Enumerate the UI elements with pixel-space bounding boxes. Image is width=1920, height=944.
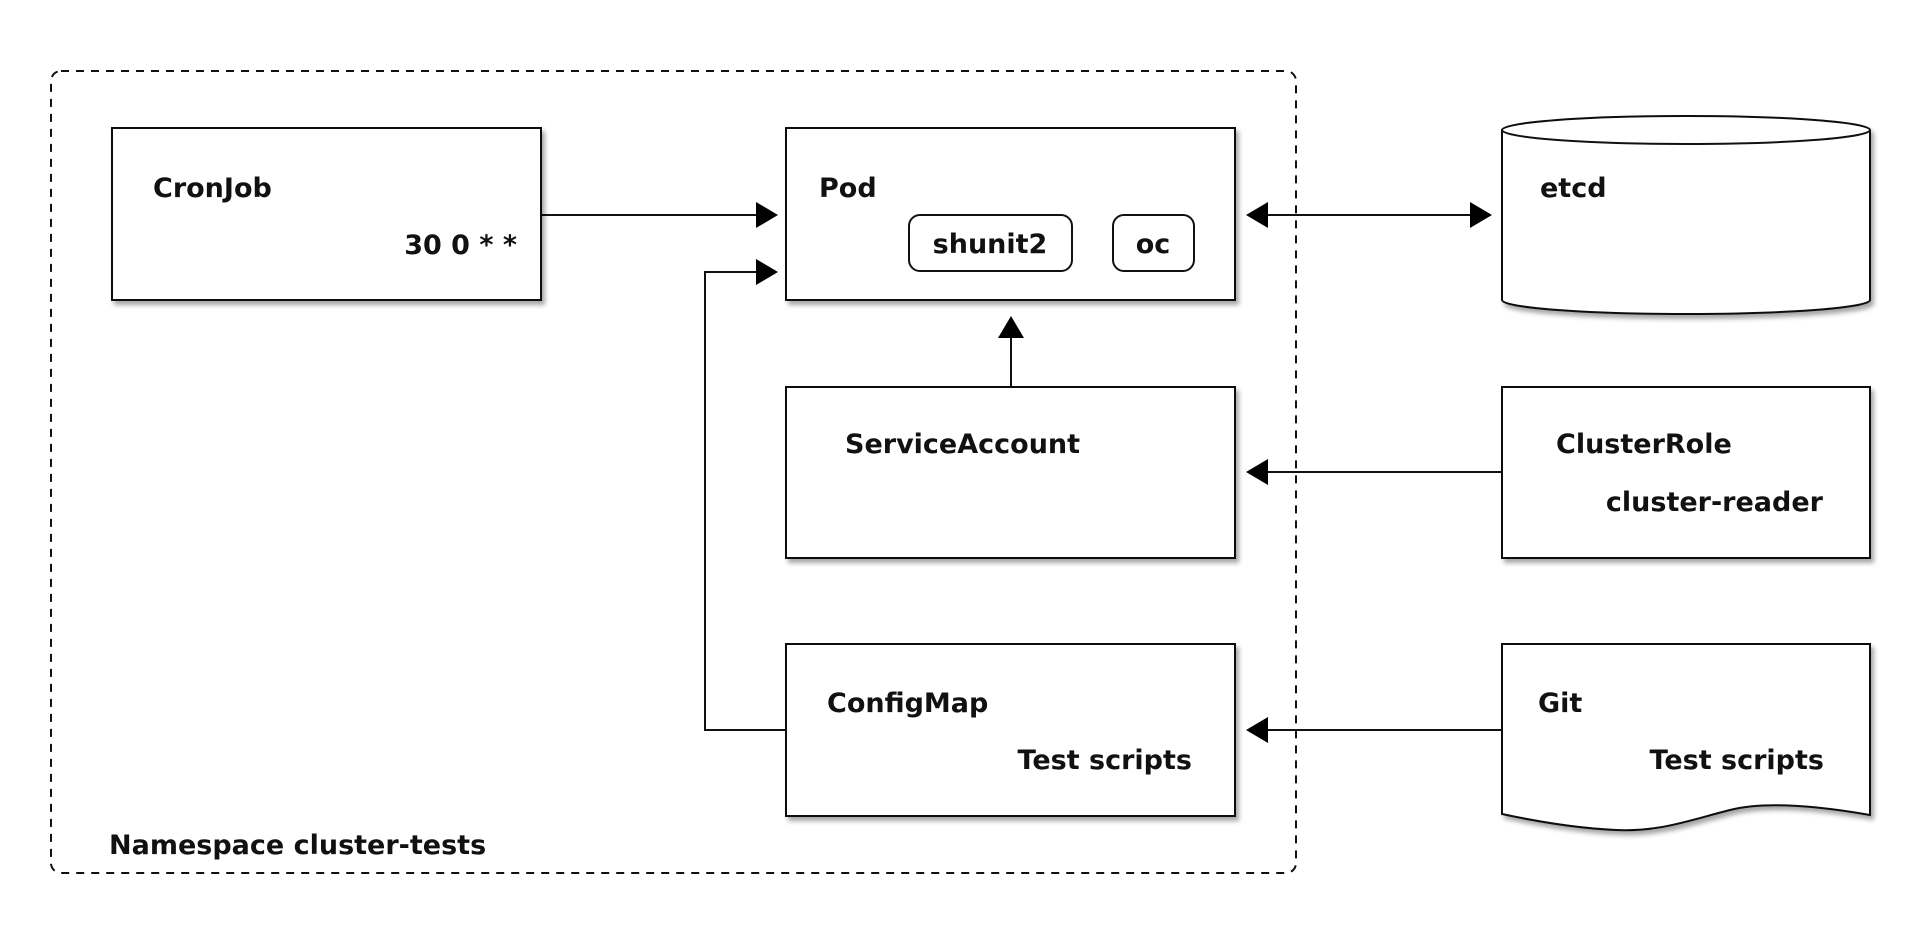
etcd-title: etcd [1540, 173, 1607, 204]
document-wave-icon [1501, 643, 1871, 832]
cronjob-to-pod-arrow [541, 202, 778, 228]
cronjob-node[interactable]: CronJob 30 0 * * [111, 127, 542, 301]
configmap-subtitle: Test scripts [1018, 745, 1192, 776]
cronjob-title: CronJob [153, 173, 272, 204]
container-chip-label: shunit2 [933, 229, 1048, 260]
git-node[interactable]: Git Test scripts [1501, 643, 1871, 832]
serviceaccount-to-pod-arrow [998, 316, 1024, 387]
git-to-configmap-arrow [1246, 717, 1502, 743]
pod-node[interactable]: Pod shunit2 oc [785, 127, 1236, 301]
serviceaccount-title: ServiceAccount [845, 429, 1080, 460]
database-cylinder-icon [1501, 115, 1871, 315]
configmap-to-pod-arrow [704, 259, 786, 731]
container-chip-label: oc [1136, 229, 1171, 260]
configmap-title: ConfigMap [827, 688, 988, 719]
serviceaccount-node[interactable]: ServiceAccount [785, 386, 1236, 559]
clusterrole-to-serviceaccount-arrow [1246, 459, 1502, 485]
clusterrole-subtitle: cluster-reader [1606, 487, 1824, 518]
pod-etcd-bidirectional-arrow [1246, 202, 1492, 228]
pod-title: Pod [819, 173, 877, 204]
cronjob-schedule: 30 0 * * [404, 230, 517, 261]
namespace-label: Namespace cluster-tests [109, 830, 486, 861]
git-title: Git [1538, 688, 1582, 719]
etcd-node[interactable]: etcd [1501, 115, 1871, 315]
container-chip-oc[interactable]: oc [1112, 214, 1195, 272]
configmap-node[interactable]: ConfigMap Test scripts [785, 643, 1236, 817]
clusterrole-node[interactable]: ClusterRole cluster-reader [1501, 386, 1871, 559]
git-subtitle: Test scripts [1650, 745, 1824, 776]
clusterrole-title: ClusterRole [1556, 429, 1732, 460]
connectors [541, 202, 1502, 743]
container-chip-shunit2[interactable]: shunit2 [908, 214, 1073, 272]
namespace-boundary: Namespace cluster-tests [50, 70, 1297, 874]
